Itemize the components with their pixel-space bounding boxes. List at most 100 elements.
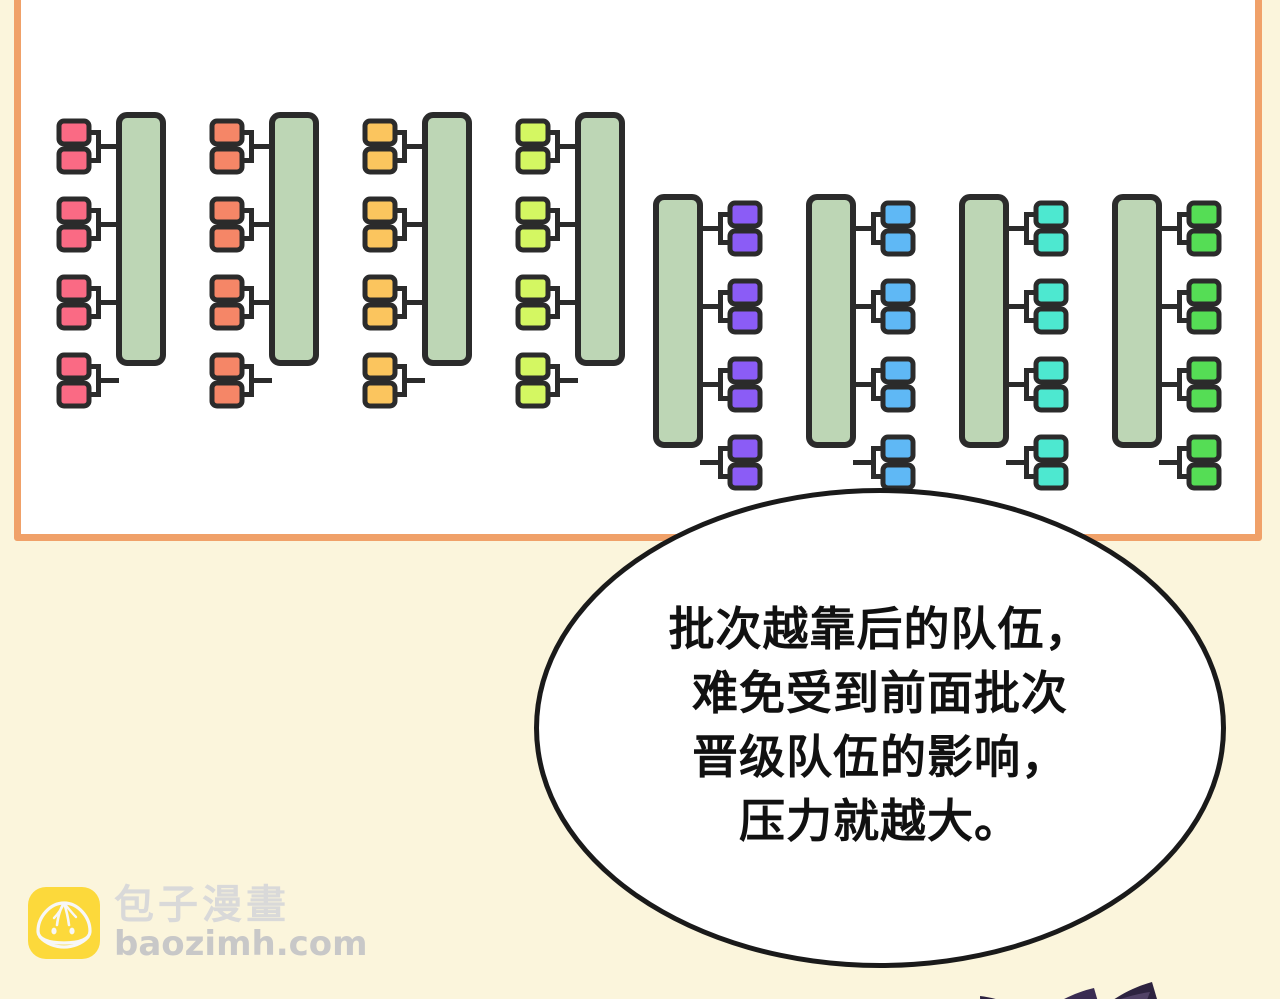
bracket-node [56, 274, 92, 303]
connector-lead [254, 378, 272, 383]
connector-lead [1159, 226, 1177, 231]
bracket-node [880, 228, 916, 257]
connector-stub [1024, 368, 1041, 373]
bracket-node [209, 196, 245, 225]
bracket-node [56, 118, 92, 147]
bracket-node [1033, 228, 1069, 257]
connector-stub [871, 212, 888, 217]
connector-spine [96, 130, 101, 163]
connector-stub [543, 314, 560, 319]
connector-stub [237, 236, 254, 241]
bracket-node [880, 200, 916, 229]
connector-stub [390, 364, 407, 369]
connector-stub [237, 364, 254, 369]
connector-spine [1024, 446, 1029, 479]
bracket-node [209, 380, 245, 409]
connector-spine [871, 290, 876, 323]
bracket-node [515, 146, 551, 175]
connector-spine [402, 286, 407, 319]
connector-stub [84, 236, 101, 241]
connector-stub [543, 392, 560, 397]
connector-spine [555, 286, 560, 319]
connector-stub [718, 318, 735, 323]
batch-bar [653, 194, 703, 448]
comic-panel [14, 0, 1262, 541]
batch-bar [806, 194, 856, 448]
bracket-node [1186, 278, 1222, 307]
watermark-brand-cn: 包子漫畫 [114, 882, 290, 928]
batch-bar [1112, 194, 1162, 448]
speech-bubble-text: 批次越靠后的队伍， 难免受到前面批次 晋级队伍的影响， 压力就越大。 [668, 602, 1092, 848]
connector-stub [1024, 474, 1041, 479]
connector-stub [1177, 396, 1194, 401]
connector-stub [718, 396, 735, 401]
bracket-node [1186, 384, 1222, 413]
connector-stub [543, 130, 560, 135]
connector-lead [407, 222, 425, 227]
bracket-node [515, 118, 551, 147]
connector-stub [84, 208, 101, 213]
connector-stub [1177, 212, 1194, 217]
connector-stub [84, 392, 101, 397]
connector-stub [390, 158, 407, 163]
connector-stub [1177, 446, 1194, 451]
connector-spine [871, 368, 876, 401]
connector-lead [700, 304, 718, 309]
bracket-node [1186, 228, 1222, 257]
bracket-node [880, 278, 916, 307]
connector-spine [555, 130, 560, 163]
connector-spine [96, 286, 101, 319]
connector-stub [1024, 318, 1041, 323]
connector-stub [871, 396, 888, 401]
connector-lead [101, 222, 119, 227]
connector-stub [718, 368, 735, 373]
connector-stub [84, 130, 101, 135]
connector-stub [237, 158, 254, 163]
connector-stub [718, 212, 735, 217]
connector-stub [84, 286, 101, 291]
connector-stub [84, 364, 101, 369]
connector-spine [249, 208, 254, 241]
connector-stub [1024, 446, 1041, 451]
connector-stub [1177, 240, 1194, 245]
connector-spine [249, 130, 254, 163]
bracket-node [515, 224, 551, 253]
connector-lead [407, 144, 425, 149]
batch-bar [959, 194, 1009, 448]
connector-lead [254, 300, 272, 305]
bracket-node [1033, 356, 1069, 385]
connector-lead [1006, 226, 1024, 231]
connector-lead [853, 382, 871, 387]
connector-stub [1177, 318, 1194, 323]
bracket-node [362, 380, 398, 409]
bracket-node [362, 146, 398, 175]
connector-lead [700, 226, 718, 231]
batch-bar [269, 112, 319, 366]
connector-lead [101, 300, 119, 305]
connector-spine [1024, 212, 1029, 245]
connector-lead [560, 300, 578, 305]
bracket-node [362, 224, 398, 253]
connector-stub [1177, 474, 1194, 479]
bracket-node [1033, 200, 1069, 229]
connector-lead [560, 378, 578, 383]
connector-stub [390, 130, 407, 135]
bracket-node [362, 352, 398, 381]
bracket-node [56, 196, 92, 225]
connector-stub [1177, 368, 1194, 373]
bracket-node [56, 146, 92, 175]
bracket-node [1033, 462, 1069, 491]
connector-lead [700, 460, 718, 465]
connector-spine [718, 368, 723, 401]
connector-stub [871, 368, 888, 373]
character-hair-silhouette [980, 982, 1157, 999]
bracket-node [880, 462, 916, 491]
connector-spine [249, 364, 254, 397]
baozi-bun-glyph [36, 901, 92, 949]
bracket-node [1033, 306, 1069, 335]
connector-spine [718, 212, 723, 245]
connector-lead [407, 300, 425, 305]
connector-lead [1006, 460, 1024, 465]
bracket-node [880, 356, 916, 385]
panel-content [21, 0, 1255, 534]
